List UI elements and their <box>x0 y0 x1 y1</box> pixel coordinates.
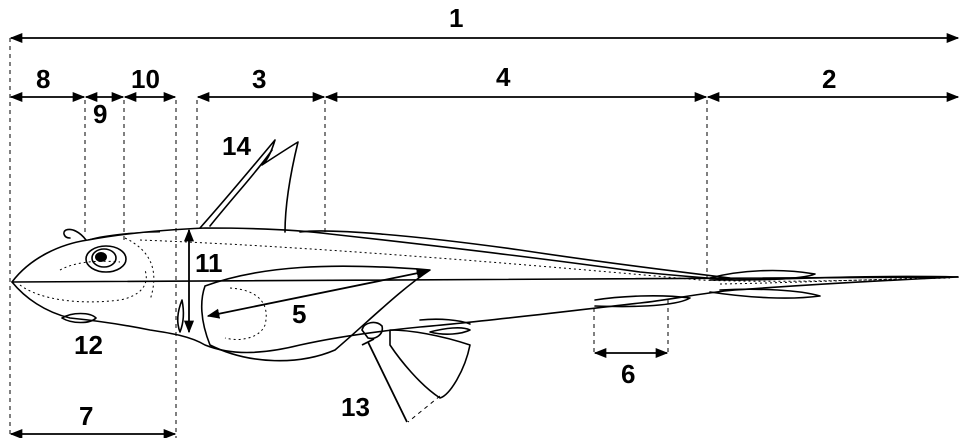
measurement-arrows <box>9 32 960 438</box>
dorsal-profile <box>11 227 959 283</box>
arrow-13-tick <box>361 338 375 346</box>
fish-body <box>11 227 959 354</box>
label-3: 3 <box>252 64 266 94</box>
label-2: 2 <box>822 64 836 94</box>
reference-lines <box>9 38 708 438</box>
pelvic-fin <box>389 329 471 399</box>
measurement-labels: 1 2 3 4 5 6 7 8 9 10 11 12 13 14 <box>36 3 836 431</box>
label-11: 11 <box>195 248 223 278</box>
arrow-5 <box>206 268 430 319</box>
label-10: 10 <box>131 64 160 94</box>
label-13: 13 <box>341 392 370 422</box>
pectoral-fin <box>200 265 431 362</box>
prepelvic-tenaculum <box>361 321 384 340</box>
label-12: 12 <box>74 330 103 360</box>
eye-icon <box>85 245 127 273</box>
pelvic-clasper <box>419 318 471 335</box>
second-dorsal-fin <box>299 230 731 279</box>
arrow-13 <box>367 341 408 423</box>
head-canal <box>19 237 155 303</box>
frontal-clasper <box>63 228 87 241</box>
label-5: 5 <box>292 299 306 329</box>
label-14: 14 <box>222 131 251 161</box>
anal-fin <box>594 295 691 308</box>
label-8: 8 <box>36 64 50 94</box>
label-9: 9 <box>93 99 107 129</box>
label-7: 7 <box>79 401 93 431</box>
ventral-profile <box>11 276 959 354</box>
first-dorsal-fin <box>199 139 299 233</box>
label-1: 1 <box>449 3 463 33</box>
label-6: 6 <box>621 359 635 389</box>
gill-opening <box>177 299 185 333</box>
mouth <box>61 312 97 324</box>
caudal-fin <box>709 269 956 299</box>
head-fold <box>87 231 161 241</box>
lateral-line <box>139 239 951 282</box>
label-4: 4 <box>496 62 511 92</box>
